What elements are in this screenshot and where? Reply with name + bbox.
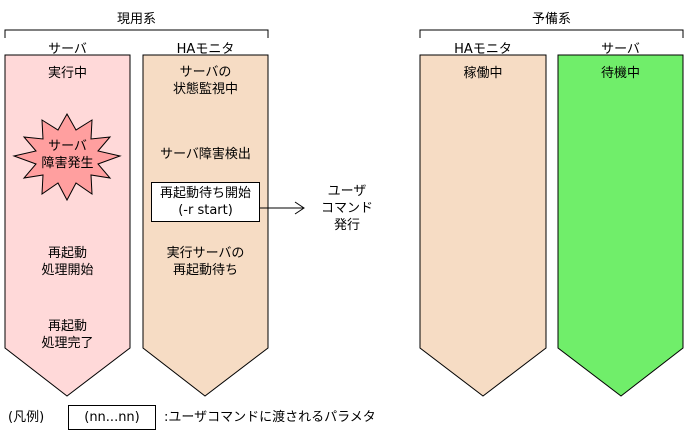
command-arrowhead xyxy=(294,201,305,215)
wait-start-box: 再起動待ち開始 (-r start) xyxy=(151,182,260,222)
restart-start-line2: 処理開始 xyxy=(41,263,94,278)
waiting-line1: 実行サーバの xyxy=(166,246,245,261)
user-command-line2: コマンド xyxy=(320,201,373,216)
active-group-bracket xyxy=(4,29,269,38)
user-command-line1: ユーザ xyxy=(327,184,367,199)
active-server-title: サーバ xyxy=(48,42,87,57)
failure-detected-label: サーバ障害検出 xyxy=(160,147,251,162)
standby-server-arrow xyxy=(557,54,684,397)
failure-label: サーバ 障害発生 xyxy=(5,138,130,172)
monitoring-line2: 状態監視中 xyxy=(172,82,238,97)
standby-server-status: 待機中 xyxy=(600,66,640,81)
monitoring-label: サーバの 状態監視中 xyxy=(143,64,268,98)
restart-done-label: 再起動 処理完了 xyxy=(5,318,130,352)
standby-server-title: サーバ xyxy=(601,42,640,57)
waiting-label: 実行サーバの 再起動待ち xyxy=(143,245,268,279)
legend-sample-box: (nn...nn) xyxy=(68,405,156,430)
standby-ha-status: 稼働中 xyxy=(463,66,503,81)
restart-start-line1: 再起動 xyxy=(47,246,87,261)
standby-ha-title: HAモニタ xyxy=(454,42,512,57)
restart-done-line2: 処理完了 xyxy=(41,336,94,351)
legend-description: :ユーザコマンドに渡されるパラメタ xyxy=(164,410,376,425)
failure-burst-icon xyxy=(12,112,122,202)
restart-start-label: 再起動 処理開始 xyxy=(5,245,130,279)
failure-label-line1: サーバ xyxy=(48,139,87,154)
wait-start-line1: 再起動待ち開始 xyxy=(159,186,251,201)
failure-label-line2: 障害発生 xyxy=(41,156,94,171)
monitoring-line1: サーバの xyxy=(179,65,232,80)
waiting-line2: 再起動待ち xyxy=(172,263,238,278)
active-group-title: 現用系 xyxy=(116,12,156,27)
user-command-line3: 発行 xyxy=(333,218,360,233)
restart-done-line1: 再起動 xyxy=(47,319,87,334)
active-ha-title: HAモニタ xyxy=(176,42,235,57)
user-command-label: ユーザ コマンド 発行 xyxy=(306,183,388,234)
active-server-running: 実行中 xyxy=(47,66,87,81)
standby-group-title: 予備系 xyxy=(531,12,571,27)
standby-ha-arrow xyxy=(419,54,547,397)
wait-start-line2: (-r start) xyxy=(178,203,233,218)
standby-group-bracket xyxy=(419,29,684,38)
active-ha-arrow xyxy=(142,54,269,397)
legend-prefix: (凡例) xyxy=(8,410,45,425)
